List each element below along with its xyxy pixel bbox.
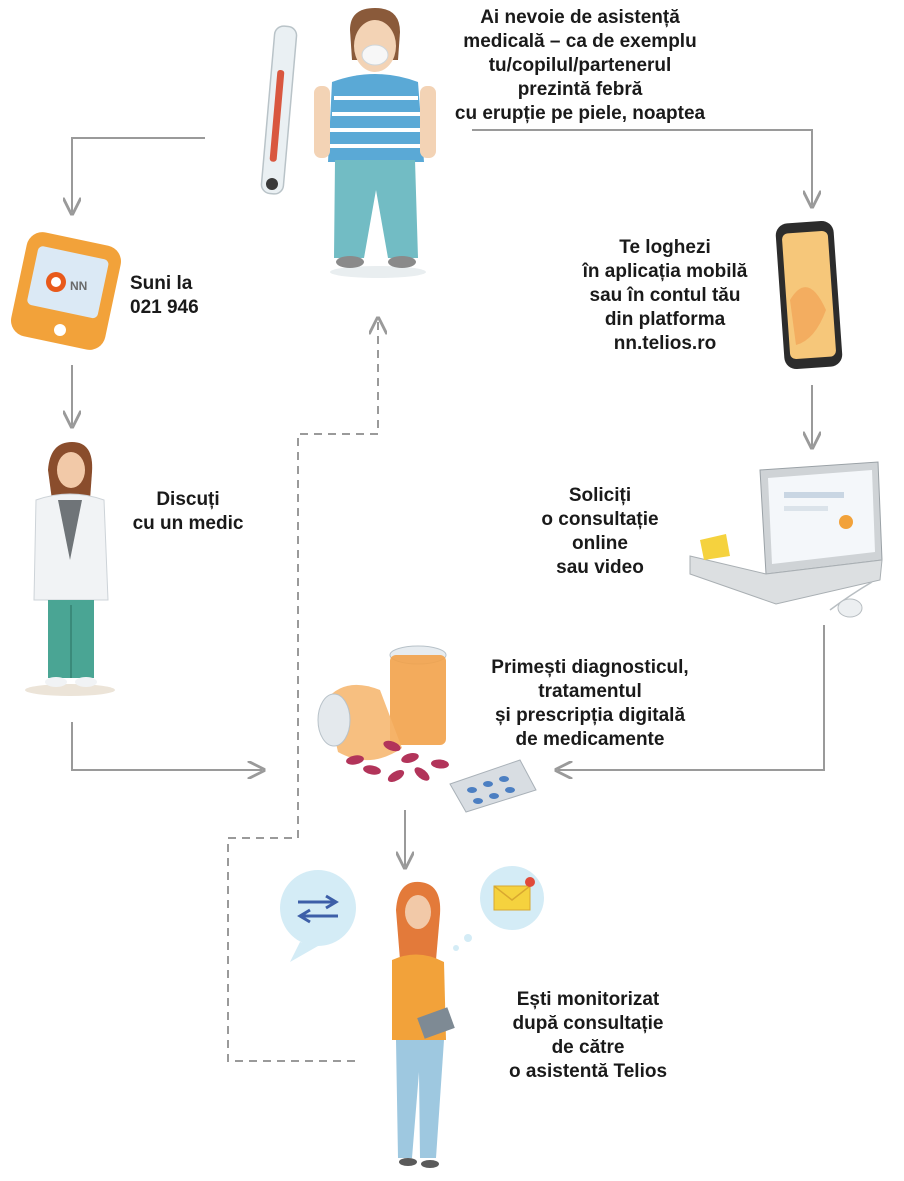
chat-bubble-icon [280, 870, 356, 962]
email-bubble-icon [480, 866, 544, 930]
thermometer-icon [260, 25, 298, 195]
smartphone-icon [775, 220, 843, 370]
phone-logo-text: NN [70, 279, 87, 293]
arrow-doctor-to-meds [71, 722, 262, 770]
step-talk-doctor-text: Discuți cu un medic [132, 489, 244, 534]
step-login-text: Te loghezi în aplicația mobilă sau în co… [582, 237, 748, 354]
step-diagnosis-text: Primești diagnosticul, tratamentul și pr… [491, 657, 689, 750]
step-request-consult-text: Soliciți o consultație online sau video [541, 485, 659, 578]
doctor-figure-icon [25, 442, 115, 696]
thought-dots-icon [453, 934, 472, 951]
laptop-icon [689, 461, 883, 618]
arrow-monitor-loop-dashed [227, 320, 378, 1062]
step-need-help-text: Ai nevoie de asistență medicală – ca de … [454, 7, 706, 124]
nurse-figure-icon [392, 881, 455, 1168]
medication-icon [317, 645, 537, 813]
arrow-laptop-to-meds [558, 625, 825, 770]
arrow-start-to-login [472, 129, 812, 205]
step-call-text: Suni la 021 946 [130, 273, 199, 318]
child-figure-icon [314, 8, 436, 278]
phone-icon: NN [11, 232, 121, 350]
arrow-start-to-call [72, 137, 205, 212]
step-monitored-text: Ești monitorizat după consultație de căt… [508, 989, 668, 1082]
